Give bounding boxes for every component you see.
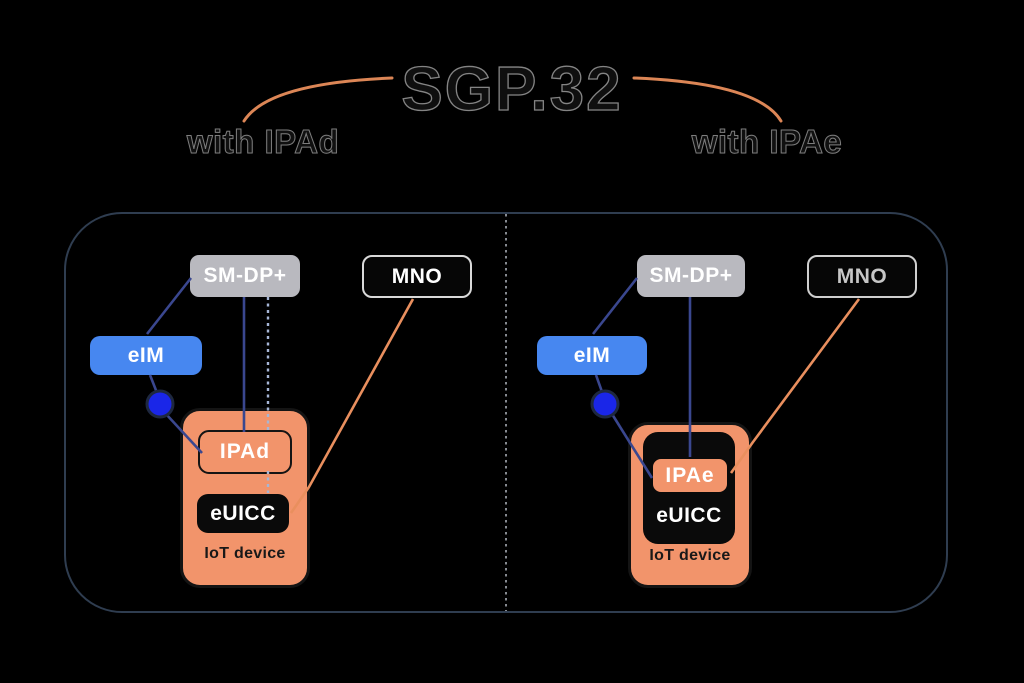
mno-box-right: MNO [807, 255, 917, 298]
sm-dp-box-right: SM-DP+ [637, 255, 745, 297]
iot-device-label-left: IoT device [204, 545, 286, 562]
eim-box-right: eIM [537, 336, 647, 375]
mno-label-right: MNO [836, 264, 888, 288]
variant-label-ipae: with IPAe [691, 123, 843, 161]
eim-box-left: eIM [90, 336, 202, 375]
mno-label-left: MNO [391, 264, 443, 288]
ipae-label: IPAe [665, 463, 715, 487]
iot-device-box-left: IPAd eUICC IoT device [180, 408, 310, 588]
eim-label-right: eIM [573, 343, 611, 367]
euicc-box-left: eUICC [197, 494, 289, 533]
euicc-chip-box-right: IPAe eUICC [643, 432, 735, 544]
architecture-container [64, 212, 948, 613]
ipae-box: IPAe [651, 457, 729, 494]
euicc-label-right: eUICC [656, 504, 722, 527]
sm-dp-label-right: SM-DP+ [649, 264, 733, 287]
diagram-title: SGP.32 [401, 54, 623, 124]
iot-device-box-right: IPAe eUICC IoT device [628, 422, 752, 588]
iot-device-label-right: IoT device [649, 547, 731, 564]
sm-dp-label-left: SM-DP+ [203, 264, 287, 287]
mno-box-left: MNO [362, 255, 472, 298]
ipad-box: IPAd [198, 430, 292, 474]
eim-label-left: eIM [127, 343, 165, 367]
euicc-label-left: eUICC [210, 501, 276, 525]
ipad-label: IPAd [219, 440, 271, 463]
sm-dp-box-left: SM-DP+ [190, 255, 300, 297]
variant-label-ipad: with IPAd [186, 123, 340, 161]
